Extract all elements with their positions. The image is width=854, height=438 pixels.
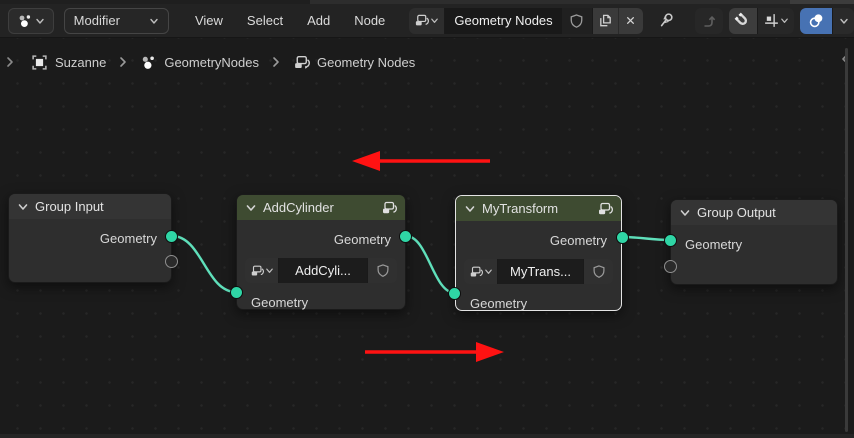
region-toggle-left-icon[interactable] xyxy=(4,55,16,69)
virtual-output-socket[interactable] xyxy=(165,255,178,268)
mode-dropdown[interactable]: Modifier xyxy=(63,7,169,34)
node-tree-name-field[interactable]: Geometry Nodes xyxy=(445,7,563,34)
annotation-arrow-right xyxy=(365,342,504,362)
node-header[interactable]: Group Output xyxy=(671,200,837,225)
node-title: AddCylinder xyxy=(263,200,334,215)
fake-user-button[interactable] xyxy=(367,258,397,283)
geometry-output-socket[interactable] xyxy=(616,231,629,244)
breadcrumb-object[interactable]: Suzanne xyxy=(55,54,107,70)
node-header[interactable]: Group Input xyxy=(9,194,171,219)
chevron-down-icon[interactable] xyxy=(245,202,257,214)
node-title: Group Output xyxy=(697,205,776,220)
geometry-input-socket[interactable] xyxy=(664,234,677,247)
chevron-right-icon xyxy=(270,55,282,69)
node-group-id-widget: AddCyli... xyxy=(245,258,397,283)
window-edge-strip xyxy=(0,0,854,4)
editor-type-button[interactable] xyxy=(8,7,54,34)
socket-label: Geometry xyxy=(333,231,391,247)
socket-label: Geometry xyxy=(549,232,607,248)
socket-label: Geometry xyxy=(685,236,743,252)
socket-row-input: Geometry xyxy=(237,290,405,314)
vertical-scrollbar[interactable] xyxy=(845,48,848,432)
chevron-down-icon[interactable] xyxy=(679,207,691,219)
node-tree-icon xyxy=(293,54,310,71)
node-my-transform[interactable]: MyTransform Geometry xyxy=(448,195,629,311)
snap-toggle-button[interactable] xyxy=(728,7,757,34)
socket-label: Geometry xyxy=(99,230,157,246)
node-link xyxy=(405,233,456,296)
object-data-icon xyxy=(31,54,48,71)
socket-label: Geometry xyxy=(251,294,309,310)
fake-user-button[interactable] xyxy=(562,7,592,34)
editor-header: Modifier View Select Add Node Geometry N… xyxy=(0,4,854,38)
node-title: Group Input xyxy=(35,199,104,214)
node-tree-browse-button[interactable] xyxy=(409,7,445,34)
menu-node[interactable]: Node xyxy=(354,13,386,28)
socket-row-input: Geometry xyxy=(671,232,837,256)
node-group-browse-button[interactable] xyxy=(464,259,498,284)
go-to-parent-button[interactable] xyxy=(695,7,723,34)
menu-bar: View Select Add Node xyxy=(183,9,397,32)
geometry-input-socket[interactable] xyxy=(230,286,243,299)
chevron-down-icon xyxy=(149,16,159,26)
socket-label: Geometry xyxy=(470,295,528,311)
chevron-down-icon[interactable] xyxy=(17,201,29,213)
overlays-toggle-button[interactable] xyxy=(800,7,833,34)
geometry-output-socket[interactable] xyxy=(165,230,178,243)
duplicate-icon[interactable] xyxy=(591,7,618,34)
node-tree-icon xyxy=(597,201,613,217)
menu-add[interactable]: Add xyxy=(307,13,331,28)
node-group-output[interactable]: Group Output Geometry xyxy=(664,199,838,285)
chevron-down-icon xyxy=(35,16,45,26)
node-group-id-widget: MyTrans... xyxy=(464,259,613,284)
pin-button[interactable] xyxy=(653,8,679,34)
menu-view[interactable]: View xyxy=(194,13,223,28)
breadcrumb-modifier[interactable]: GeometryNodes xyxy=(164,54,259,70)
socket-row-output: Geometry xyxy=(237,227,405,251)
geometry-input-socket[interactable] xyxy=(448,287,461,300)
node-group-name-field[interactable]: MyTrans... xyxy=(498,259,583,284)
geometry-output-socket[interactable] xyxy=(399,230,412,243)
geometry-nodes-icon xyxy=(140,54,157,71)
node-header[interactable]: AddCylinder xyxy=(237,195,405,220)
chevron-right-icon xyxy=(117,55,129,69)
node-tree-icon xyxy=(381,200,397,216)
socket-row-input: Geometry xyxy=(456,291,621,315)
node-group-input[interactable]: Group Input Geometry xyxy=(8,193,178,283)
node-group-name-field[interactable]: AddCyli... xyxy=(279,258,367,283)
socket-row-output: Geometry xyxy=(456,228,621,252)
snap-controls xyxy=(728,7,795,34)
node-link xyxy=(171,233,237,295)
node-add-cylinder[interactable]: AddCylinder Geometry xyxy=(230,194,412,310)
node-tree-id-block: Geometry Nodes xyxy=(409,7,644,34)
mode-dropdown-label: Modifier xyxy=(73,13,120,28)
node-group-browse-button[interactable] xyxy=(245,258,279,283)
geometry-nodes-editor-icon xyxy=(17,13,33,29)
chevron-down-icon[interactable] xyxy=(464,203,476,215)
window-edge-strip xyxy=(0,434,854,438)
overlays-dropdown[interactable] xyxy=(832,7,854,34)
node-link xyxy=(621,234,671,243)
virtual-input-socket[interactable] xyxy=(664,260,677,273)
socket-row-output: Geometry xyxy=(9,226,171,250)
breadcrumb-tree[interactable]: Geometry Nodes xyxy=(316,54,416,70)
annotation-arrow-left xyxy=(352,151,490,171)
fake-user-button[interactable] xyxy=(583,259,613,284)
breadcrumb: Suzanne GeometryNodes xyxy=(0,50,415,74)
unlink-button[interactable] xyxy=(617,7,644,34)
overlay-controls xyxy=(800,7,854,34)
node-title: MyTransform xyxy=(482,201,559,216)
node-header[interactable]: MyTransform xyxy=(456,196,621,221)
menu-select[interactable]: Select xyxy=(246,13,284,28)
snap-mode-dropdown[interactable] xyxy=(756,7,795,34)
